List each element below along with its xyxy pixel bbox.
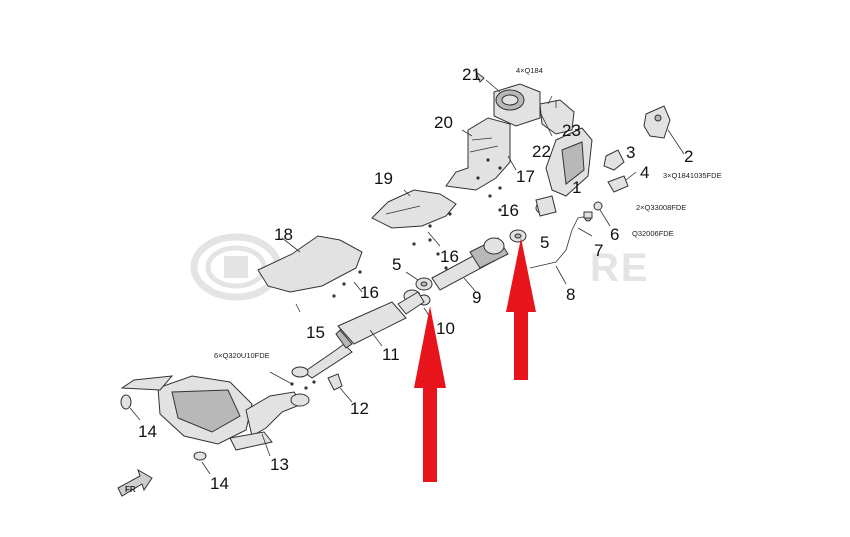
part-2-bracket (643, 105, 685, 155)
part-21-inlet-assembly (474, 70, 541, 127)
callout-numbers: 1 2 3 4 5 5 6 7 8 9 10 11 12 13 14 14 15… (138, 65, 693, 493)
part-14-rubber-mounts (120, 394, 211, 475)
callout-4: 4 (640, 163, 649, 182)
callout-7: 7 (594, 241, 603, 260)
part-16-bolts (332, 194, 502, 298)
code-right-2: 2×Q33008FDE (636, 203, 686, 212)
code-left: 6×Q320U10FDE (214, 351, 270, 360)
callout-9: 9 (472, 288, 481, 307)
callout-10: 10 (436, 319, 455, 338)
part-17-bolts (476, 155, 517, 190)
callout-12: 12 (350, 399, 369, 418)
callout-23: 23 (562, 121, 581, 140)
callout-5-lower: 5 (392, 255, 401, 274)
part-9-front-pipe (431, 237, 509, 293)
callout-16-middle: 16 (440, 247, 459, 266)
red-arrow-right-shape (506, 238, 536, 380)
part-7-8-oxygen-sensor (529, 211, 593, 285)
callout-2: 2 (684, 147, 693, 166)
callout-14-bottom: 14 (210, 474, 229, 493)
part-13-rear-muffler (120, 371, 316, 457)
callout-14-left: 14 (138, 422, 157, 441)
direction-label: FR (125, 485, 136, 494)
part-20-heat-shield (445, 117, 511, 191)
code-right-3: Q32006FDE (632, 229, 674, 238)
code-top: 4×Q184 (516, 66, 543, 75)
callout-17: 17 (516, 167, 535, 186)
callout-15: 15 (306, 323, 325, 342)
callout-6: 6 (610, 225, 619, 244)
part-18-heat-shield (257, 235, 363, 293)
callout-8: 8 (566, 285, 575, 304)
part-codes: 4×Q184 3×Q1841035FDE 2×Q33008FDE Q32006F… (214, 66, 722, 360)
callout-18: 18 (274, 225, 293, 244)
red-arrow-left (414, 306, 446, 482)
callout-5-upper: 5 (540, 233, 549, 252)
callout-16-right: 16 (500, 201, 519, 220)
part-15-leader (295, 303, 301, 313)
red-arrow-right (506, 238, 536, 380)
front-direction-indicator: FR (117, 468, 153, 497)
watermark-text: RE (590, 246, 650, 290)
code-right-1: 3×Q1841035FDE (663, 171, 722, 180)
callout-3: 3 (626, 143, 635, 162)
part-1-catalytic-converter (535, 127, 593, 217)
part-3-clamp (603, 149, 625, 171)
part-22-23-bracket (539, 95, 575, 137)
callout-22: 22 (532, 142, 551, 161)
callout-20: 20 (434, 113, 453, 132)
callout-19: 19 (374, 169, 393, 188)
part-4-bracket (607, 171, 637, 193)
red-arrow-left-shape (414, 306, 446, 482)
callout-16-left: 16 (360, 283, 379, 302)
part-11-center-muffler (291, 291, 425, 379)
part-19-heat-shield (371, 189, 457, 229)
callout-13: 13 (270, 455, 289, 474)
callout-1: 1 (572, 178, 581, 197)
part-12-hanger (327, 373, 353, 403)
callout-11: 11 (382, 345, 400, 364)
part-5-gaskets (405, 229, 527, 291)
callout-21: 21 (462, 65, 481, 84)
